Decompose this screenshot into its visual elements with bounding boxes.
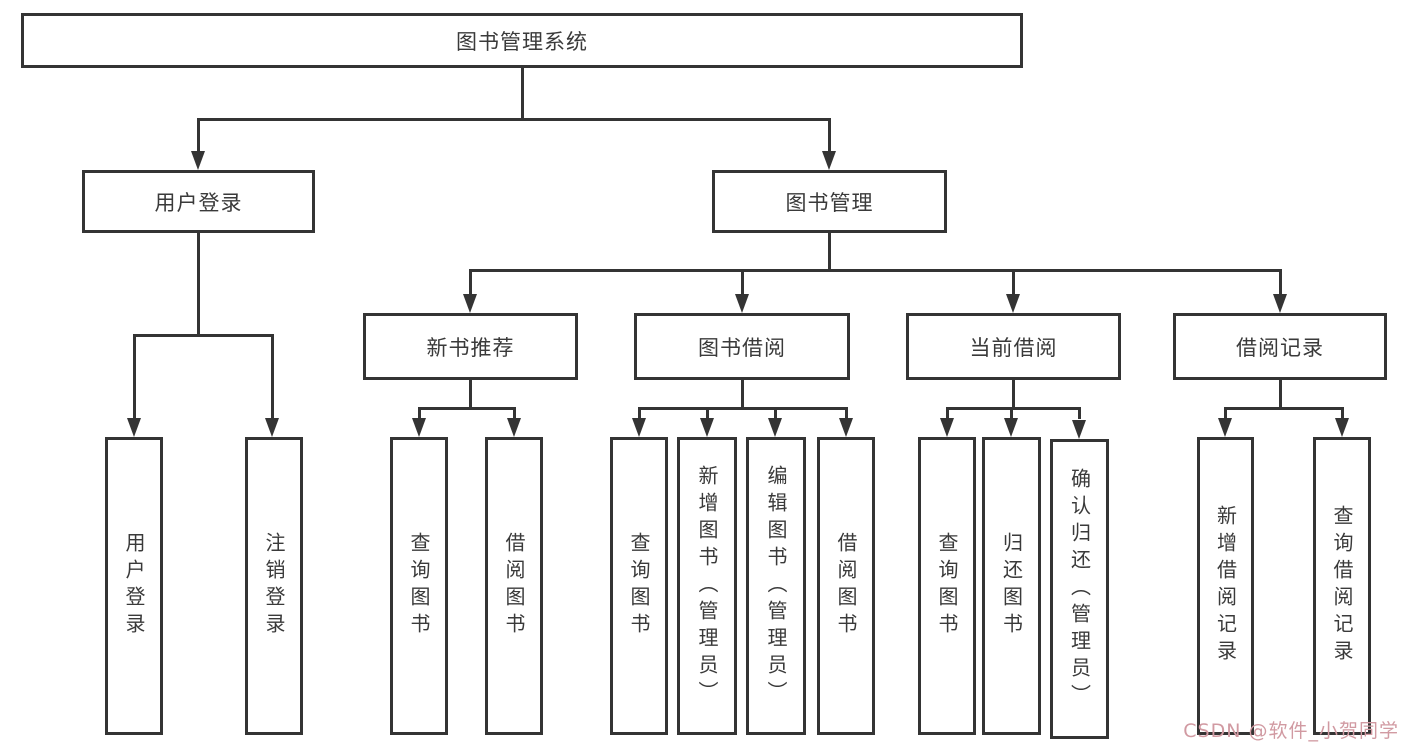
- connector-line: [418, 407, 421, 419]
- connector-line: [513, 407, 516, 419]
- connector-line: [1224, 407, 1227, 419]
- leaf-borrow-books-recommend: 借阅图书: [485, 437, 543, 735]
- leaf-label: 查询借阅记录: [1330, 505, 1354, 667]
- arrow-down-icon: [191, 151, 205, 170]
- node-new-book-recommend: 新书推荐: [363, 313, 578, 380]
- node-label: 图书管理系统: [456, 29, 588, 54]
- leaf-label: 用户登录: [122, 532, 146, 640]
- connector-line: [418, 407, 516, 410]
- connector-line: [946, 407, 1081, 410]
- connector-line: [1012, 269, 1015, 296]
- leaf-edit-books-admin: 编辑图书（管理员）: [746, 437, 806, 735]
- connector-line: [133, 334, 274, 337]
- arrow-down-icon: [1218, 418, 1232, 437]
- node-label: 图书借阅: [698, 335, 786, 360]
- arrow-down-icon: [1335, 418, 1349, 437]
- node-root-library-system: 图书管理系统: [21, 13, 1023, 68]
- connector-line: [1010, 407, 1013, 419]
- leaf-user-login: 用户登录: [105, 437, 163, 735]
- leaf-label: 新增图书（管理员）: [695, 464, 719, 708]
- arrow-down-icon: [463, 294, 477, 313]
- arrow-down-icon: [1273, 294, 1287, 313]
- connector-line: [828, 232, 831, 272]
- leaf-logout: 注销登录: [245, 437, 303, 735]
- leaf-label: 查询图书: [627, 532, 651, 640]
- connector-line: [1012, 380, 1015, 409]
- leaf-label: 借阅图书: [834, 532, 858, 640]
- node-book-management: 图书管理: [712, 170, 947, 233]
- arrow-down-icon: [632, 418, 646, 437]
- leaf-label: 查询图书: [407, 532, 431, 640]
- connector-line: [638, 407, 848, 410]
- leaf-query-books-current: 查询图书: [918, 437, 976, 735]
- arrow-down-icon: [127, 418, 141, 437]
- connector-line: [774, 407, 777, 419]
- connector-line: [1279, 269, 1282, 296]
- leaf-label: 编辑图书（管理员）: [764, 464, 788, 708]
- node-book-borrowing: 图书借阅: [634, 313, 850, 380]
- leaf-label: 查询图书: [935, 532, 959, 640]
- connector-line: [197, 118, 831, 121]
- node-label: 当前借阅: [969, 335, 1058, 360]
- leaf-add-borrow-record: 新增借阅记录: [1197, 437, 1254, 735]
- arrow-down-icon: [735, 294, 749, 313]
- node-label: 借阅记录: [1236, 335, 1324, 360]
- leaf-label: 归还图书: [999, 532, 1024, 640]
- connector-line: [741, 269, 744, 296]
- leaf-query-books-recommend: 查询图书: [390, 437, 448, 735]
- leaf-borrow-books: 借阅图书: [817, 437, 875, 735]
- connector-line: [741, 380, 744, 409]
- connector-line: [271, 334, 274, 419]
- node-borrow-records: 借阅记录: [1173, 313, 1387, 380]
- connector-line: [197, 233, 200, 336]
- connector-line: [469, 269, 472, 296]
- watermark: CSDN @软件_小贺同学: [1183, 720, 1399, 742]
- connector-line: [828, 118, 831, 153]
- arrow-down-icon: [839, 418, 853, 437]
- leaf-query-books-borrowing: 查询图书: [610, 437, 668, 735]
- leaf-return-books: 归还图书: [982, 437, 1041, 735]
- connector-line: [1078, 407, 1081, 419]
- arrow-down-icon: [822, 151, 836, 170]
- arrow-down-icon: [700, 418, 714, 437]
- arrow-down-icon: [412, 418, 426, 437]
- leaf-label: 新增借阅记录: [1213, 505, 1238, 667]
- connector-line: [469, 269, 1282, 272]
- leaf-label: 确认归还（管理员）: [1067, 467, 1092, 711]
- connector-line: [845, 407, 848, 419]
- connector-line: [197, 118, 200, 153]
- node-label: 用户登录: [154, 190, 243, 215]
- connector-line: [1279, 380, 1282, 409]
- leaf-query-borrow-record: 查询借阅记录: [1313, 437, 1371, 735]
- leaf-label: 借阅图书: [502, 532, 526, 640]
- connector-line: [469, 380, 472, 409]
- arrow-down-icon: [768, 418, 782, 437]
- arrow-down-icon: [265, 418, 279, 437]
- node-label: 新书推荐: [426, 335, 515, 360]
- node-current-borrowing: 当前借阅: [906, 313, 1121, 380]
- connector-line: [946, 407, 949, 419]
- leaf-label: 注销登录: [262, 532, 286, 640]
- connector-line: [521, 68, 524, 119]
- connector-line: [638, 407, 641, 419]
- node-user-login: 用户登录: [82, 170, 315, 233]
- connector-line: [133, 334, 136, 419]
- connector-line: [706, 407, 709, 419]
- node-label: 图书管理: [785, 190, 874, 215]
- arrow-down-icon: [1072, 420, 1086, 439]
- arrow-down-icon: [1004, 418, 1018, 437]
- connector-line: [1341, 407, 1344, 419]
- arrow-down-icon: [1006, 294, 1020, 313]
- arrow-down-icon: [507, 418, 521, 437]
- leaf-add-books-admin: 新增图书（管理员）: [677, 437, 737, 735]
- leaf-confirm-return-admin: 确认归还（管理员）: [1050, 439, 1109, 739]
- connector-line: [1224, 407, 1344, 410]
- arrow-down-icon: [940, 418, 954, 437]
